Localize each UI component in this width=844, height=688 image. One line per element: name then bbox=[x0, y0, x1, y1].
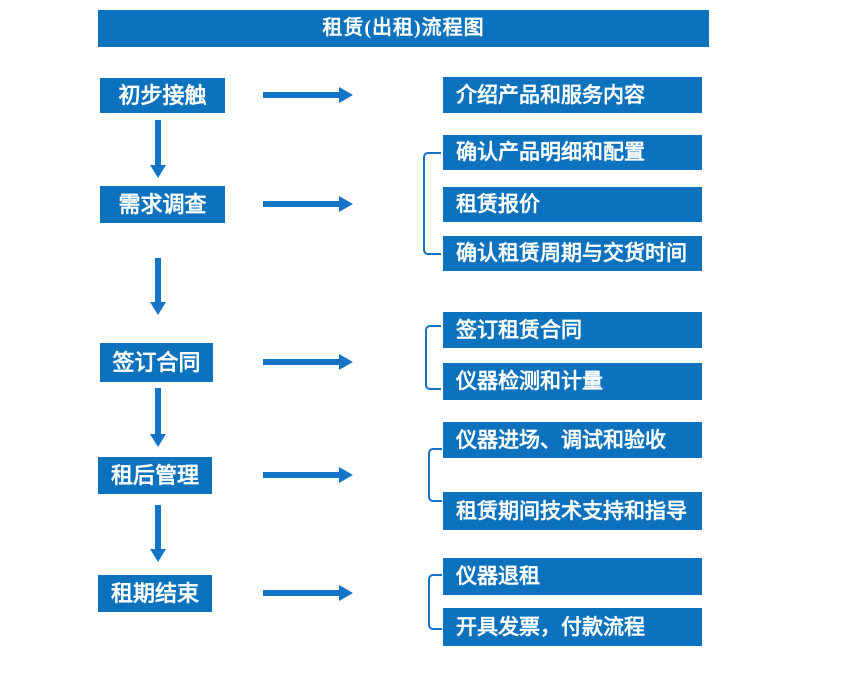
bracket-demand-survey-details bbox=[423, 152, 441, 255]
arrow-shaft bbox=[155, 120, 161, 166]
detail-label: 仪器进场、调试和验收 bbox=[456, 428, 666, 452]
down-arrow-1 bbox=[150, 120, 166, 178]
detail-box-confirm-rental-period-delivery: 确认租赁周期与交货时间 bbox=[443, 236, 702, 271]
detail-label: 仪器检测和计量 bbox=[456, 369, 603, 393]
detail-label: 签订租赁合同 bbox=[456, 318, 582, 342]
detail-label: 介绍产品和服务内容 bbox=[456, 83, 645, 107]
arrow-head-icon bbox=[339, 87, 353, 103]
arrow-shaft bbox=[263, 92, 340, 98]
bracket-lease-end-details bbox=[428, 574, 442, 630]
down-arrow-3 bbox=[150, 388, 166, 447]
arrow-shaft bbox=[155, 505, 161, 550]
bracket-post-rental-details bbox=[428, 448, 442, 502]
arrow-head-icon bbox=[339, 467, 353, 483]
arrow-head-icon bbox=[339, 354, 353, 370]
detail-box-technical-support-guidance: 租赁期间技术支持和指导 bbox=[443, 492, 702, 530]
detail-label: 租赁期间技术支持和指导 bbox=[456, 499, 687, 523]
right-arrow-initial-contact bbox=[263, 87, 353, 103]
step-label: 签订合同 bbox=[112, 350, 201, 375]
step-box-sign-contract: 签订合同 bbox=[100, 343, 213, 382]
step-box-post-rental-management: 租后管理 bbox=[98, 457, 212, 494]
detail-box-rental-quotation: 租赁报价 bbox=[443, 187, 702, 222]
detail-box-sign-rental-contract: 签订租赁合同 bbox=[443, 312, 702, 348]
detail-box-introduce-products-services: 介绍产品和服务内容 bbox=[443, 77, 702, 113]
step-box-lease-end: 租期结束 bbox=[98, 575, 212, 612]
arrow-head-icon bbox=[150, 549, 166, 562]
arrow-head-icon bbox=[150, 302, 166, 315]
arrow-shaft bbox=[155, 258, 161, 303]
right-arrow-demand-survey bbox=[263, 196, 353, 212]
detail-label: 仪器退租 bbox=[456, 564, 540, 588]
step-label: 租期结束 bbox=[110, 581, 199, 606]
step-box-initial-contact: 初步接触 bbox=[100, 78, 225, 113]
right-arrow-lease-end bbox=[263, 585, 353, 601]
step-label: 初步接触 bbox=[118, 83, 207, 108]
arrow-shaft bbox=[263, 359, 340, 365]
detail-label: 确认产品明细和配置 bbox=[456, 140, 645, 164]
right-arrow-sign-contract bbox=[263, 354, 353, 370]
down-arrow-4 bbox=[150, 505, 166, 562]
detail-box-instrument-onsite-debug-acceptance: 仪器进场、调试和验收 bbox=[443, 422, 702, 458]
step-box-demand-survey: 需求调查 bbox=[100, 186, 225, 223]
right-arrow-post-rental-management bbox=[263, 467, 353, 483]
down-arrow-2 bbox=[150, 258, 166, 315]
arrow-shaft bbox=[263, 590, 340, 596]
arrow-shaft bbox=[263, 201, 340, 207]
detail-label: 开具发票，付款流程 bbox=[456, 615, 645, 639]
bracket-sign-contract-details bbox=[425, 325, 441, 390]
chart-title-bar: 租赁(出租)流程图 bbox=[98, 10, 709, 47]
chart-title: 租赁(出租)流程图 bbox=[322, 17, 485, 39]
arrow-shaft bbox=[155, 388, 161, 435]
step-label: 租后管理 bbox=[110, 463, 199, 488]
detail-box-confirm-product-details: 确认产品明细和配置 bbox=[443, 135, 702, 170]
detail-label: 确认租赁周期与交货时间 bbox=[456, 241, 687, 265]
arrow-head-icon bbox=[339, 196, 353, 212]
arrow-head-icon bbox=[339, 585, 353, 601]
detail-box-instrument-testing-calibration: 仪器检测和计量 bbox=[443, 363, 702, 400]
arrow-head-icon bbox=[150, 434, 166, 447]
detail-box-instrument-return: 仪器退租 bbox=[443, 558, 702, 595]
step-label: 需求调查 bbox=[118, 192, 207, 217]
arrow-head-icon bbox=[150, 165, 166, 178]
detail-box-invoice-payment-process: 开具发票，付款流程 bbox=[443, 608, 702, 646]
arrow-shaft bbox=[263, 472, 340, 478]
detail-label: 租赁报价 bbox=[456, 192, 540, 216]
